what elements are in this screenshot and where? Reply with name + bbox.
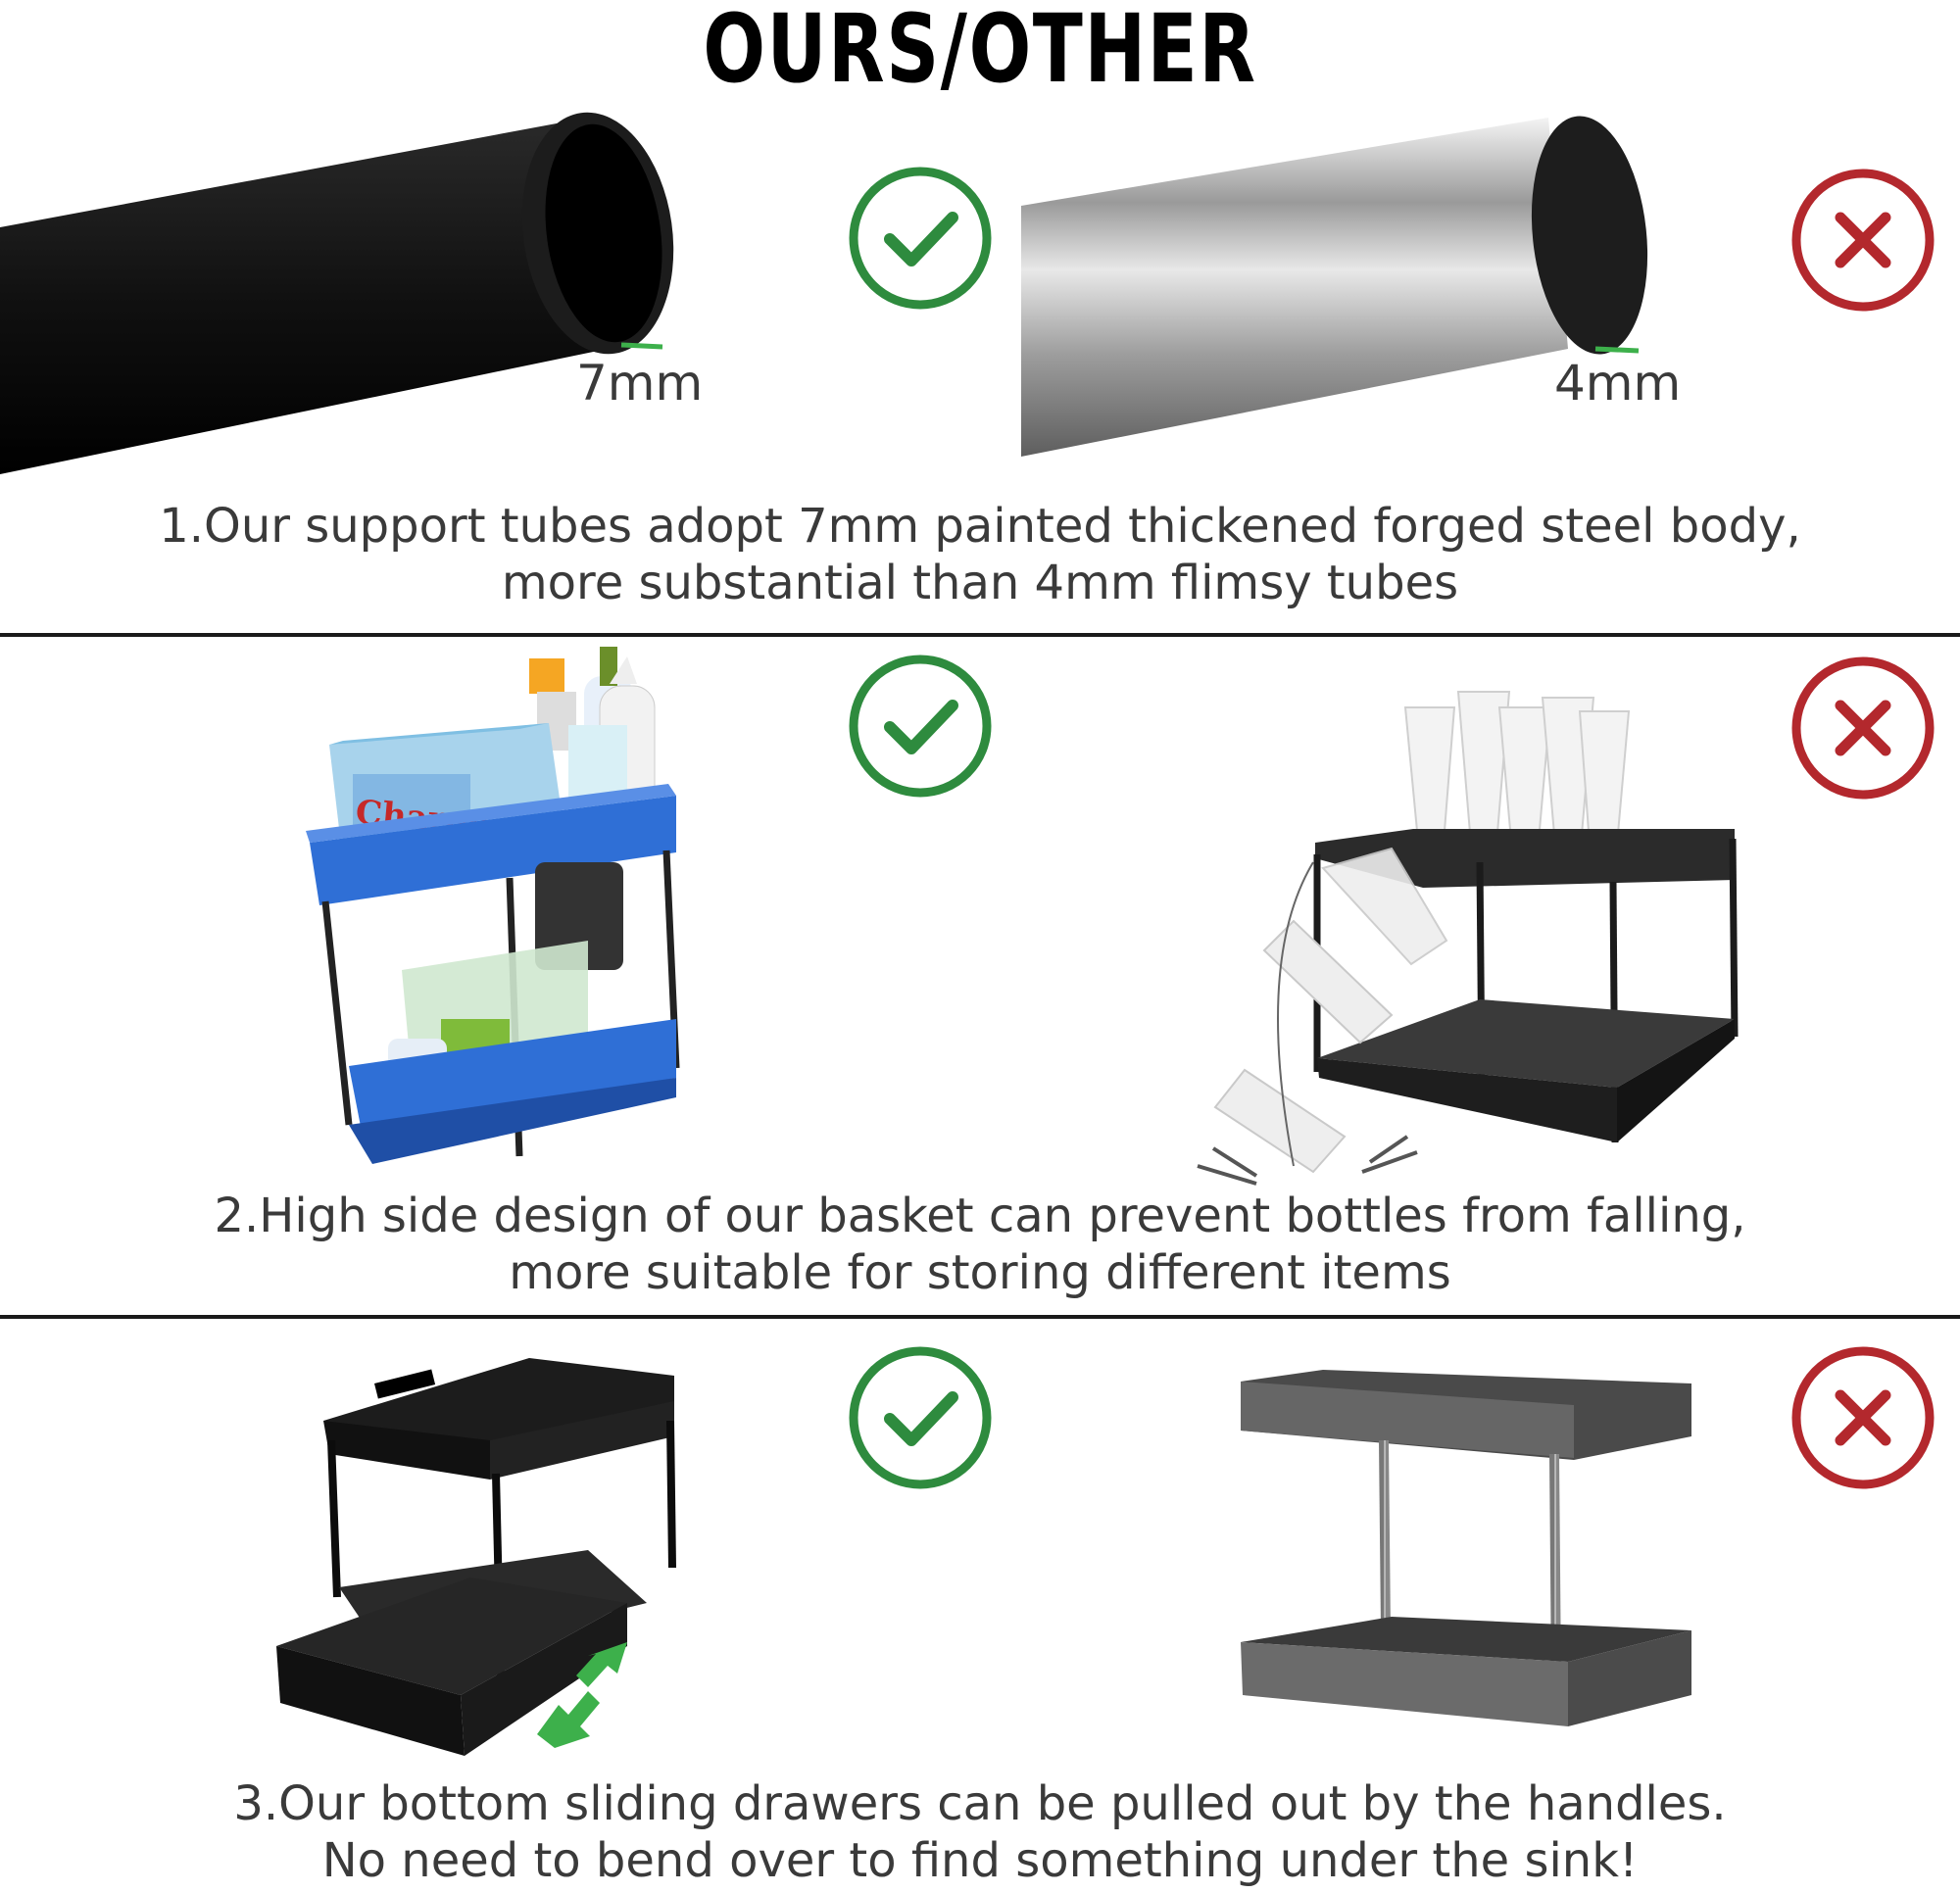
ours-thickness-label: 7mm: [576, 355, 704, 412]
section-3-line-2: No need to bend over to find something u…: [321, 1833, 1639, 1888]
section-1-caption: 1.Our support tubes adopt 7mm painted th…: [0, 498, 1960, 611]
section-2-caption: 2.High side design of our basket can pre…: [0, 1188, 1960, 1301]
section-1-line-1: 1.Our support tubes adopt 7mm painted th…: [159, 499, 1801, 554]
black-open-rack: [1197, 691, 1739, 1186]
x-circle-icon: [1791, 656, 1935, 800]
page-title: OURS/OTHER: [703, 0, 1257, 104]
grey-open-rack: [1241, 1370, 1691, 1726]
black-tube: [0, 112, 674, 474]
section-divider: [0, 1315, 1960, 1319]
section-3-line-1: 3.Our bottom sliding drawers can be pull…: [233, 1776, 1727, 1831]
x-circle-icon: [1791, 169, 1935, 312]
section-divider: [0, 633, 1960, 637]
sliding-drawer-rack: [276, 1358, 676, 1756]
section-2-line-1: 2.High side design of our basket can pre…: [214, 1189, 1746, 1243]
section-1-line-2: more substantial than 4mm flimsy tubes: [501, 556, 1459, 610]
check-circle-icon: [849, 655, 992, 798]
section-2-line-2: more suitable for storing different item…: [509, 1245, 1451, 1300]
check-circle-icon: [849, 167, 992, 310]
other-thickness-label: 4mm: [1554, 355, 1682, 412]
silver-tube: [1021, 116, 1648, 457]
x-circle-icon: [1791, 1346, 1935, 1489]
section-3-caption: 3.Our bottom sliding drawers can be pull…: [0, 1775, 1960, 1889]
check-circle-icon: [849, 1346, 992, 1489]
double-arrow-icon: [537, 1642, 627, 1748]
blue-basket-rack: Charge: [306, 647, 680, 1164]
